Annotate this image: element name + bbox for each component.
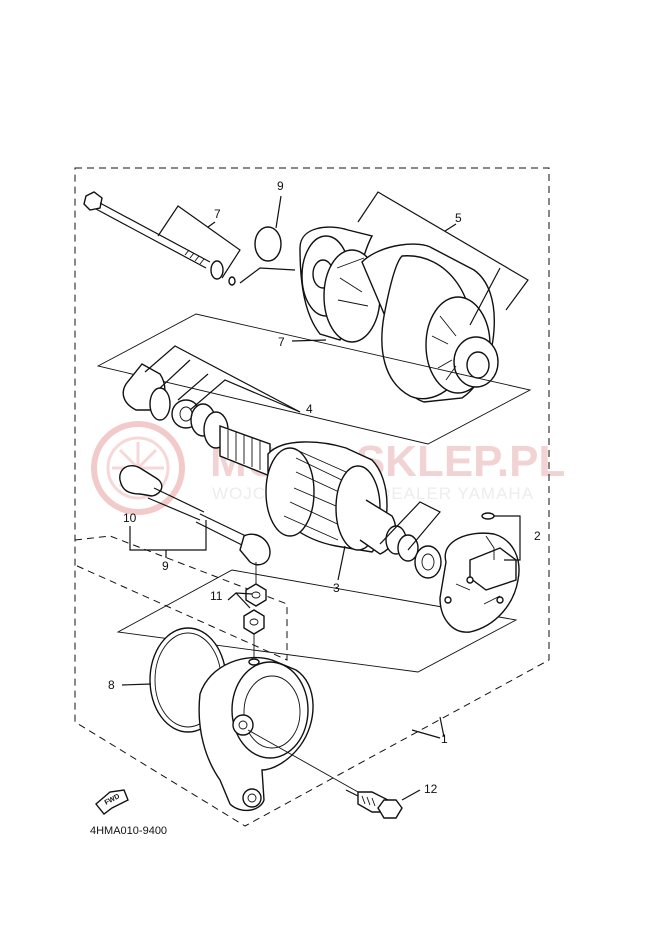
yoke-assembly-part [299,226,499,403]
armature-plane [96,313,532,445]
bracket-2 [494,515,521,561]
callout-6: 7 [214,207,221,221]
brush-holder-part [439,512,520,633]
bracket-9 [129,520,207,551]
rear-cover-part [198,656,314,811]
bracket-5 [357,191,529,326]
callout-8: 9 [277,179,284,193]
washer-stack-part [122,363,229,449]
through-bolt-part [83,191,236,286]
callout-7-lower: 8 [108,678,115,692]
callout-9: 9 [162,559,169,573]
callout-1: 1 [441,732,448,746]
callout-4: 4 [306,402,313,416]
o-ring-part [254,226,282,262]
bushing-10-part [119,464,205,521]
fwd-arrow-icon: FWD [95,789,129,815]
mounting-bolt-part [247,729,403,819]
bracket-11 [227,592,253,609]
rear-plane [116,569,518,673]
bracket-6 [157,205,241,279]
callout-2: 2 [534,529,541,543]
armature-part [219,425,442,579]
bushing-9-part [195,513,271,566]
callout-12: 12 [424,782,438,796]
callout-3: 3 [333,581,340,595]
bracket-3 [337,501,441,581]
callout-7-upper: 7 [278,335,285,349]
callout-10: 10 [123,511,137,525]
bracket-4 [144,345,301,413]
callout-5: 5 [455,211,462,225]
figure-code: 4HMA010-9400 [90,825,167,837]
nut-11-part [243,562,267,660]
callout-11: 11 [210,589,223,603]
